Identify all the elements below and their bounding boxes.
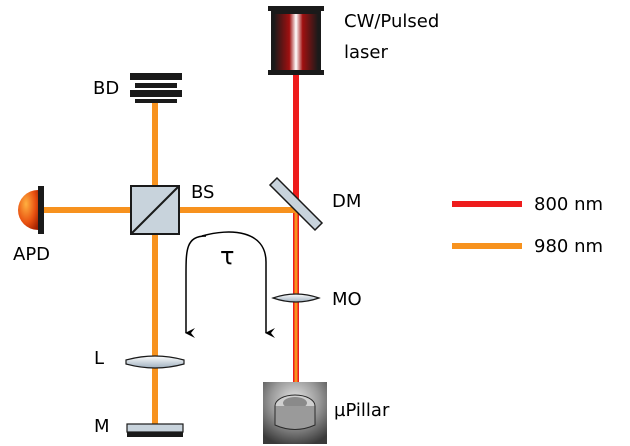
legend: 800 nm 980 nm [452,194,603,257]
mirror-label: M [94,416,110,437]
laser-source [268,6,324,75]
delay-arrow-left [185,235,207,338]
beam-splitter-label: BS [191,182,214,203]
microscope-objective-label: MO [332,289,362,310]
micropillar-sample [263,382,327,444]
microscope-objective [271,293,321,303]
legend-label-800nm: 800 nm [534,194,603,215]
lens-label: L [94,348,104,369]
legend-label-980nm: 980 nm [534,236,603,257]
beam-dump [130,73,182,103]
laser-label-line2: laser [344,42,388,63]
dichroic-mirror-label: DM [332,191,361,212]
dichroic-mirror [268,176,324,232]
micropillar-label: µPillar [334,400,390,421]
beam-dump-label: BD [93,78,119,99]
apd-detector [18,186,44,234]
delay-tau-label: τ [220,242,234,270]
laser-label-line1: CW/Pulsed [344,11,439,32]
delay-arrow-right [201,231,275,338]
mirror [126,423,184,437]
apd-label: APD [13,244,50,265]
lens [125,355,185,369]
beam-splitter [130,185,180,235]
